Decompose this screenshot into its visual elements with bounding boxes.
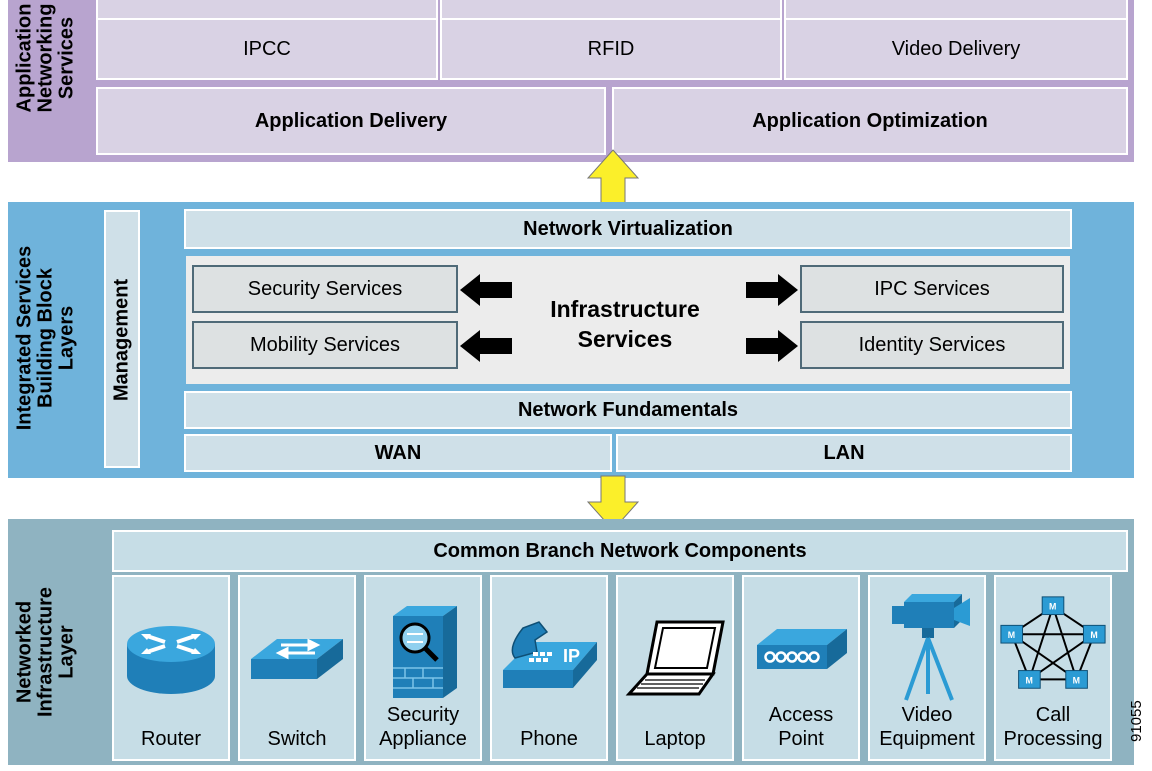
svg-text:M: M <box>1073 675 1080 685</box>
component-label: Security Appliance <box>379 704 467 750</box>
laptop-icon <box>618 605 732 715</box>
app-box-application-delivery: Application Delivery <box>96 87 606 155</box>
security-appliance-icon <box>366 597 480 707</box>
component-phone: IP Phone <box>490 575 608 761</box>
app-top-strip-1 <box>96 0 438 20</box>
svg-text:M: M <box>1008 630 1015 640</box>
call-node: M M M M M <box>1000 596 1106 689</box>
switch-icon <box>240 605 354 715</box>
identity-services-box: Identity Services <box>800 321 1064 369</box>
component-label: Access Point <box>768 704 834 750</box>
component-label: Switch <box>267 728 327 750</box>
infrastructure-services-title: Infrastructure Services <box>550 296 700 352</box>
svg-text:M: M <box>1090 630 1097 640</box>
network-virtualization-box: Network Virtualization <box>184 209 1072 249</box>
video-camera-icon <box>870 583 984 707</box>
app-box-application-optimization: Application Optimization <box>612 87 1128 155</box>
component-label: Call Processing <box>1003 704 1103 750</box>
component-call-processing: M M M M M Call Processing <box>994 575 1112 761</box>
lan-box: LAN <box>616 434 1072 472</box>
router-icon <box>114 605 228 715</box>
mobility-services-box: Mobility Services <box>192 321 458 369</box>
app-top-strip-2 <box>440 0 782 20</box>
right-arrow-icon <box>746 274 798 306</box>
application-layer-label: Application Networking Services <box>13 3 78 113</box>
down-arrow-icon <box>586 475 640 531</box>
svg-text:M: M <box>1049 602 1056 612</box>
management-label: Management <box>110 278 133 402</box>
up-arrow-icon <box>586 149 640 205</box>
app-box-video-delivery: Video Delivery <box>784 18 1128 80</box>
call-processing-icon: M M M M M <box>996 581 1110 711</box>
ip-badge: IP <box>563 646 580 666</box>
left-arrow-icon <box>460 330 512 362</box>
app-top-strip-3 <box>784 0 1128 20</box>
wan-box: WAN <box>184 434 612 472</box>
component-label: Video Equipment <box>879 704 975 750</box>
infra-layer-label: Networked Infrastructure Layer <box>13 586 78 718</box>
ipc-services-box: IPC Services <box>800 265 1064 313</box>
app-box-ipcc: IPCC <box>96 18 438 80</box>
right-arrow-icon <box>746 330 798 362</box>
app-box-rfid: RFID <box>440 18 782 80</box>
component-label: Router <box>140 728 202 750</box>
figure-number: 91055 <box>1128 700 1145 742</box>
component-security-appliance: Security Appliance <box>364 575 482 761</box>
network-fundamentals-box: Network Fundamentals <box>184 391 1072 429</box>
isb-layer-label: Integrated Services Building Block Layer… <box>13 245 78 431</box>
ip-phone-icon: IP <box>492 605 606 715</box>
left-arrow-icon <box>460 274 512 306</box>
component-label: Phone <box>520 728 578 750</box>
component-video-equipment: Video Equipment <box>868 575 986 761</box>
component-label: Laptop <box>644 728 706 750</box>
access-point-icon <box>744 595 858 705</box>
component-access-point: Access Point <box>742 575 860 761</box>
svg-text:M: M <box>1025 675 1032 685</box>
component-switch: Switch <box>238 575 356 761</box>
component-laptop: Laptop <box>616 575 734 761</box>
management-box <box>104 210 140 468</box>
component-router: Router <box>112 575 230 761</box>
common-branch-header: Common Branch Network Components <box>112 530 1128 572</box>
security-services-box: Security Services <box>192 265 458 313</box>
